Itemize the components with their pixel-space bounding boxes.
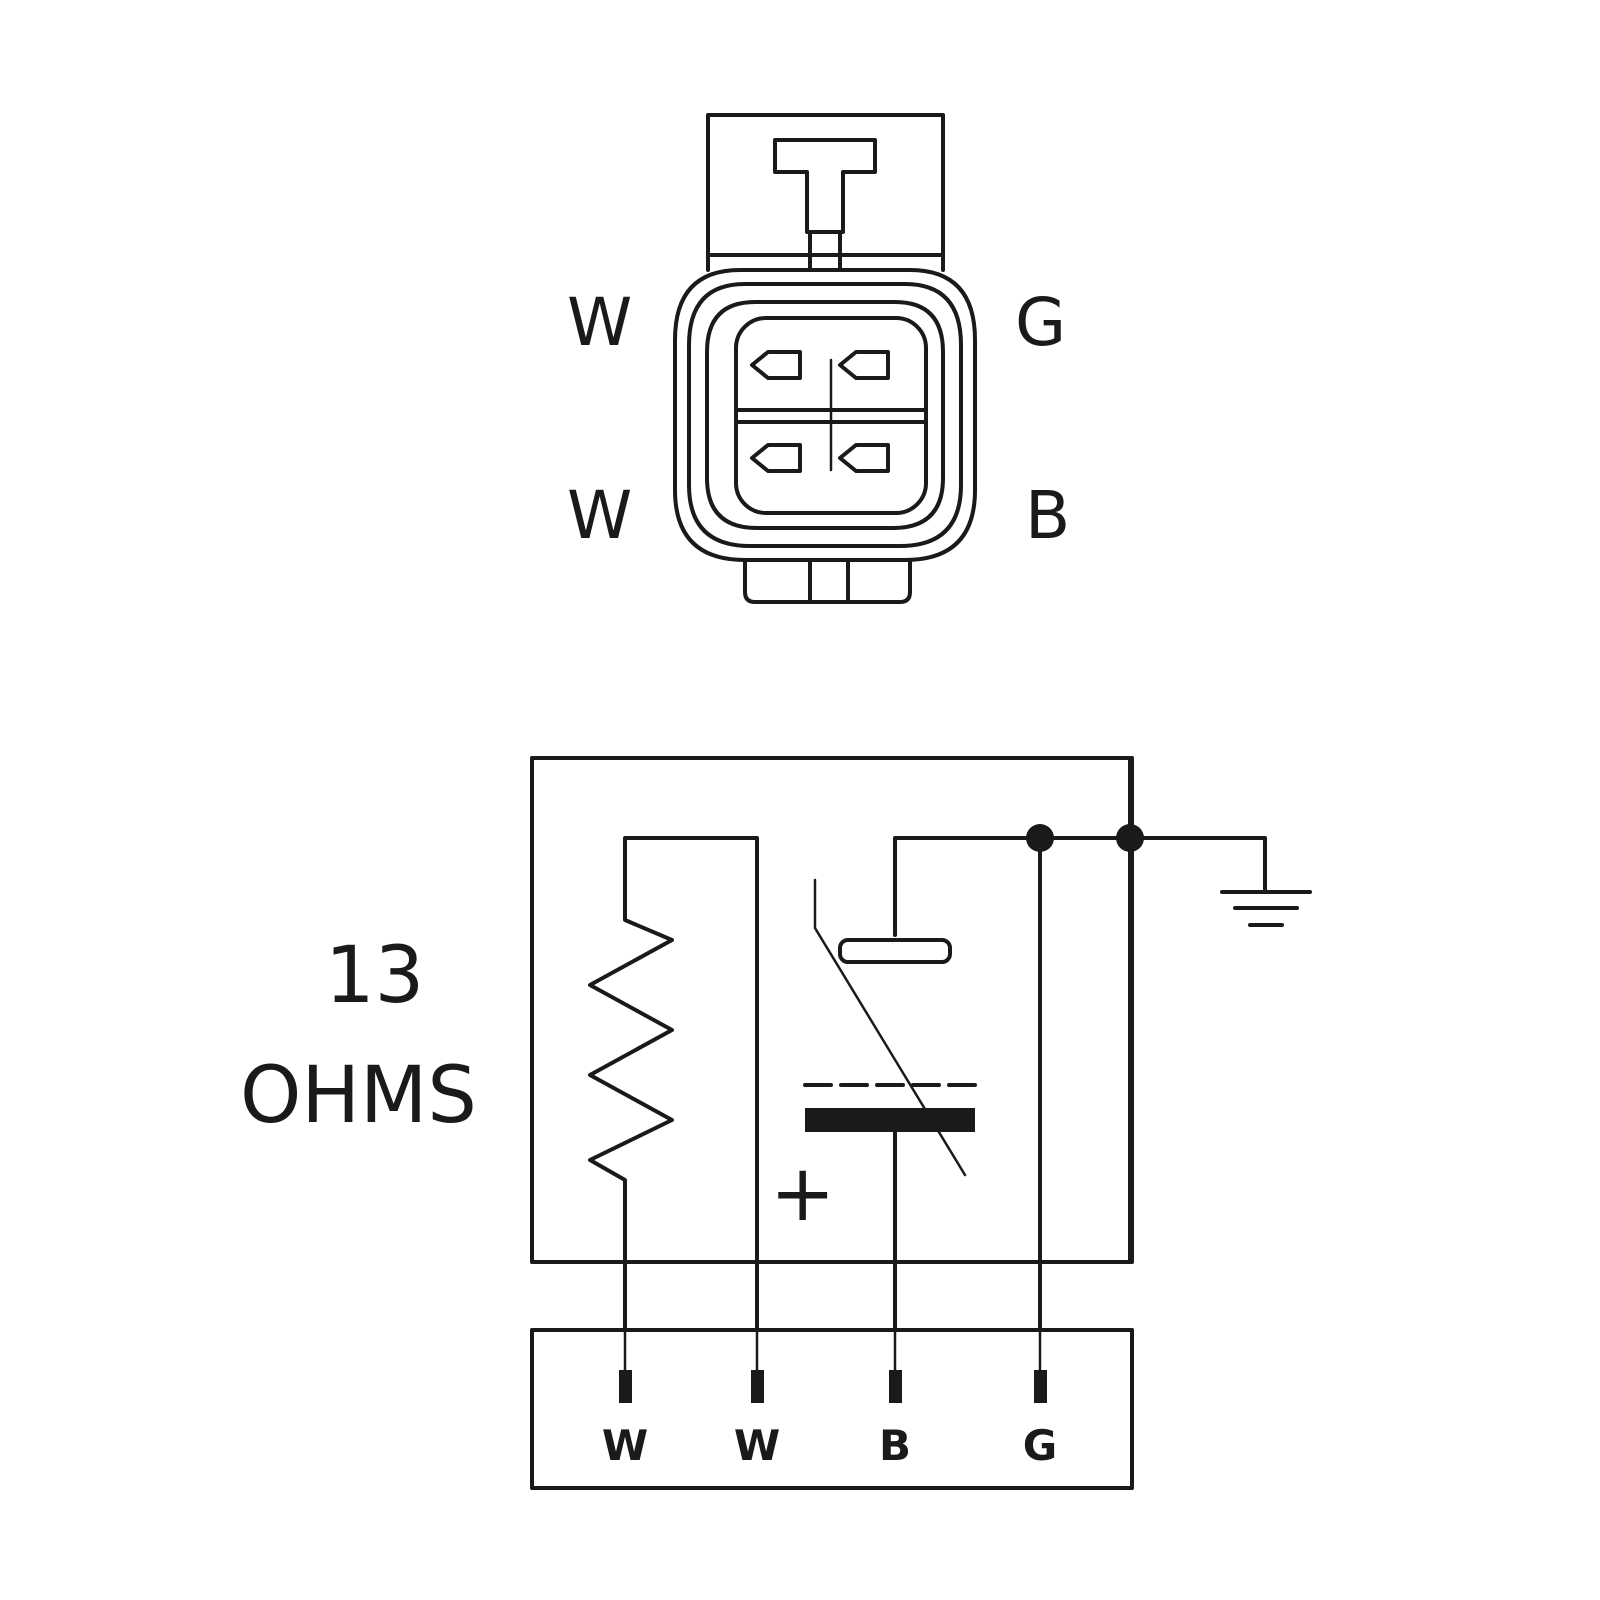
connector-pin-cavity [734,316,928,515]
terminal-label-w1: W [602,1421,648,1470]
pin-slot-bottom-left [750,443,802,473]
connector-body-outer [673,268,977,562]
sensor-upper-plate [838,938,952,964]
terminal-label-g: G [1023,1421,1057,1470]
connector-latch-stem [808,230,842,272]
heater-wire [588,836,759,1264]
sensor-variable-arrow-line [813,878,967,1177]
resistance-unit: OHMS [240,1051,477,1141]
pin-label-bottom-left: W [567,477,632,554]
connector-face-view: W G W B [567,113,1070,604]
polarity-plus-symbol: + [770,1149,835,1239]
pin-label-bottom-right: B [1025,477,1070,554]
connector-bottom-key [743,558,912,604]
connector-body-middle [687,282,963,548]
connector-body-inner [705,300,945,530]
terminal-label-w2: W [734,1421,780,1470]
pin-slot-top-right [838,350,890,380]
sensor-lower-plate [805,1108,975,1132]
junction-dot-2 [1116,824,1144,852]
connector-lock-housing [706,113,945,272]
pin-slot-top-left [750,350,802,380]
junction-dot-1 [1026,824,1054,852]
sensor-signal-wire [893,836,1267,937]
resistance-value: 13 [325,931,424,1021]
pin-label-top-left: W [567,284,632,361]
terminal-pin-b [889,1370,902,1403]
sensor-schematic: 13 OHMS + W W [240,756,1312,1490]
terminal-pin-w1 [619,1370,632,1403]
terminal-label-b: B [879,1421,911,1470]
connector-latch-icon [773,138,877,234]
terminal-block [530,1328,1134,1490]
terminal-pin-g [1034,1370,1047,1403]
pin-slot-bottom-right [838,443,890,473]
connector-bottom-key-notch [808,558,850,604]
pin-label-top-right: G [1015,284,1066,361]
terminal-pin-w2 [751,1370,764,1403]
ground-symbol-icon [1220,890,1312,927]
